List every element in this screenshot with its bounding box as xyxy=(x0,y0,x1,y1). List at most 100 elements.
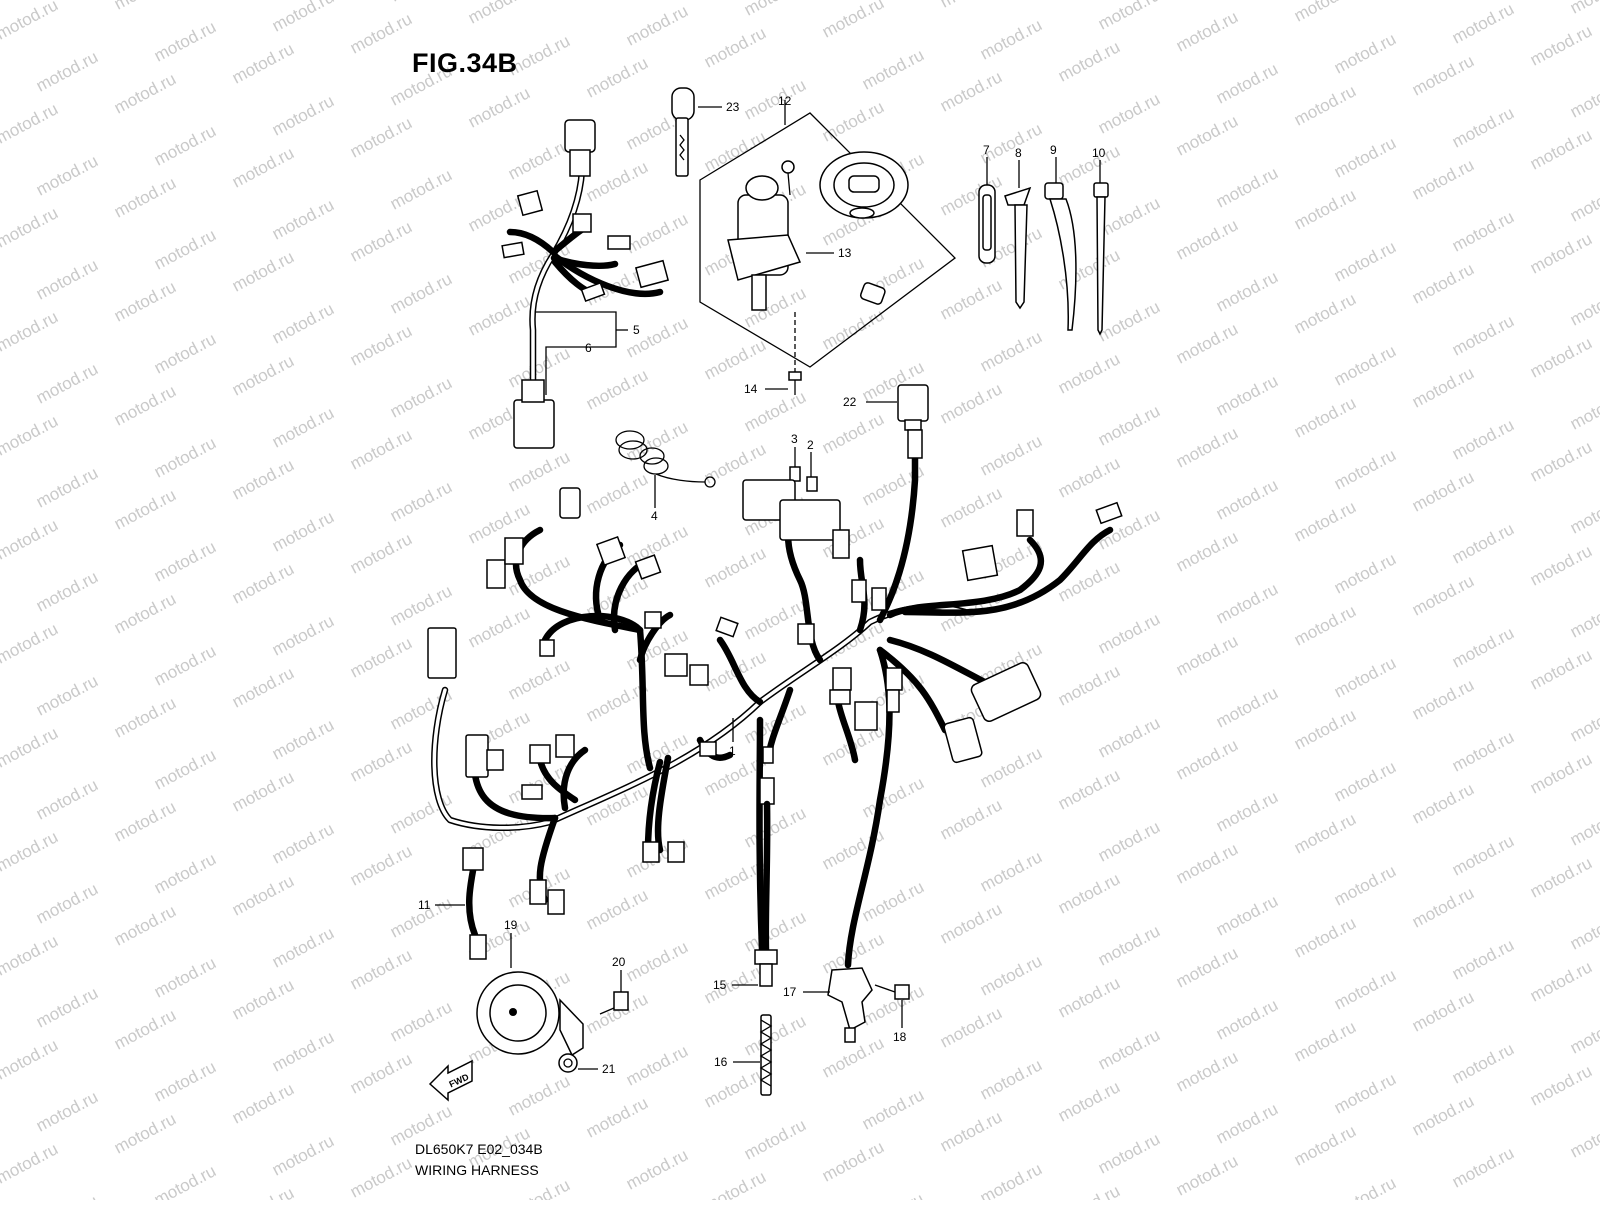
watermark-text: motod.ru xyxy=(33,47,101,95)
watermark-text: motod.ru xyxy=(819,97,887,145)
watermark-text: motod.ru xyxy=(347,9,415,57)
watermark-text: motod.ru xyxy=(623,313,691,361)
watermark-text: motod.ru xyxy=(937,795,1005,843)
watermark-text: motod.ru xyxy=(387,0,455,6)
watermark-text: motod.ru xyxy=(111,173,179,221)
watermark-text: motod.ru xyxy=(1567,489,1600,537)
watermark-text: motod.ru xyxy=(269,1131,337,1179)
watermark-text: motod.ru xyxy=(1095,297,1163,345)
watermark-text: motod.ru xyxy=(269,507,337,555)
watermark-text: motod.ru xyxy=(701,959,769,1007)
watermark-text: motod.ru xyxy=(387,269,455,317)
watermark-text: motod.ru xyxy=(347,1049,415,1097)
callout-12: 12 xyxy=(778,94,792,108)
watermark-text: motod.ru xyxy=(859,1189,927,1200)
watermark-text: motod.ru xyxy=(1055,37,1123,85)
watermark-text: motod.ru xyxy=(1449,519,1517,567)
watermark-text: motod.ru xyxy=(1449,207,1517,255)
watermark-text: motod.ru xyxy=(937,483,1005,531)
callout-19: 19 xyxy=(504,918,518,932)
watermark-text: motod.ru xyxy=(1331,549,1399,597)
model-code: DL650K7 E02_034B xyxy=(415,1141,543,1157)
watermark-text: motod.ru xyxy=(1567,905,1600,953)
watermark-text: motod.ru xyxy=(1291,913,1359,961)
watermark-text: motod.ru xyxy=(269,923,337,971)
switch-spring-icon xyxy=(759,1014,773,1096)
watermark-text: motod.ru xyxy=(977,1159,1045,1200)
watermark-text: motod.ru xyxy=(1449,415,1517,463)
watermark-text: motod.ru xyxy=(269,299,337,347)
callout-20: 20 xyxy=(612,955,626,969)
watermark-text: motod.ru xyxy=(1291,81,1359,129)
watermark-text: motod.ru xyxy=(741,1115,809,1163)
sub-cable-icon xyxy=(462,847,487,960)
watermark-text: motod.ru xyxy=(111,589,179,637)
watermark-text: motod.ru xyxy=(1213,59,1281,107)
watermark-text: motod.ru xyxy=(1291,289,1359,337)
callout-4: 4 xyxy=(651,509,658,523)
watermark-text: motod.ru xyxy=(0,723,61,771)
relay-icon xyxy=(897,384,929,431)
watermark-text: motod.ru xyxy=(347,1153,415,1200)
watermark-text: motod.ru xyxy=(1173,527,1241,575)
watermark-text: motod.ru xyxy=(229,247,297,295)
watermark-text: motod.ru xyxy=(819,409,887,457)
watermark-text: motod.ru xyxy=(111,0,179,14)
watermark-text: motod.ru xyxy=(701,1167,769,1200)
watermark-text: motod.ru xyxy=(1331,133,1399,181)
watermark-text: motod.ru xyxy=(0,515,61,563)
watermark-text: motod.ru xyxy=(623,1145,691,1193)
watermark-text: motod.ru xyxy=(505,135,573,183)
watermark-text: motod.ru xyxy=(819,305,887,353)
watermark-text: motod.ru xyxy=(33,151,101,199)
watermark-text: motod.ru xyxy=(977,1055,1045,1103)
watermark-text: motod.ru xyxy=(269,715,337,763)
callout-13: 13 xyxy=(838,246,852,260)
watermark-text: motod.ru xyxy=(1527,645,1595,693)
watermark-text: motod.ru xyxy=(1449,103,1517,151)
watermark-text: motod.ru xyxy=(1213,163,1281,211)
watermark-text: motod.ru xyxy=(937,1107,1005,1155)
watermark-text: motod.ru xyxy=(1055,1077,1123,1125)
watermark-text: motod.ru xyxy=(701,23,769,71)
watermark-text: motod.ru xyxy=(1213,995,1281,1043)
watermark-text: motod.ru xyxy=(269,403,337,451)
watermark-text: motod.ru xyxy=(1291,497,1359,545)
watermark-text: motod.ru xyxy=(229,663,297,711)
watermark-text: motod.ru xyxy=(1409,467,1477,515)
watermark-text: motod.ru xyxy=(269,611,337,659)
section-title: WIRING HARNESS xyxy=(415,1162,539,1178)
watermark-text: motod.ru xyxy=(33,255,101,303)
watermark-text: motod.ru xyxy=(977,951,1045,999)
watermark-text: motod.ru xyxy=(1567,73,1600,121)
watermark-text: motod.ru xyxy=(583,1093,651,1141)
watermark-text: motod.ru xyxy=(1527,229,1595,277)
callout-22: 22 xyxy=(843,395,857,409)
watermark-text: motod.ru xyxy=(701,543,769,591)
watermark-text: motod.ru xyxy=(269,1027,337,1075)
watermark-text: motod.ru xyxy=(937,275,1005,323)
bolt-icon xyxy=(874,984,910,1000)
screw-icon xyxy=(788,371,802,395)
watermark-text: motod.ru xyxy=(701,127,769,175)
watermark-text: motod.ru xyxy=(111,277,179,325)
watermark-text: motod.ru xyxy=(1449,623,1517,671)
watermark-text: motod.ru xyxy=(1055,349,1123,397)
callout-11: 11 xyxy=(418,898,431,912)
watermark-text: motod.ru xyxy=(347,321,415,369)
watermark-text: motod.ru xyxy=(505,1071,573,1119)
watermark-text: motod.ru xyxy=(819,617,887,665)
callout-3: 3 xyxy=(791,432,798,446)
watermark-text: motod.ru xyxy=(1291,0,1359,26)
watermark-text: motod.ru xyxy=(151,225,219,273)
watermark-text: motod.ru xyxy=(1331,653,1399,701)
watermark-text: motod.ru xyxy=(151,953,219,1001)
callout-10: 10 xyxy=(1092,146,1106,160)
watermark-text: motod.ru xyxy=(151,1161,219,1200)
watermark-text: motod.ru xyxy=(1409,987,1477,1035)
watermark-text: motod.ru xyxy=(33,1191,101,1200)
spare-fuse-icon xyxy=(806,476,818,492)
watermark-text: motod.ru xyxy=(111,1005,179,1053)
clamp-spring-icon xyxy=(615,430,716,488)
